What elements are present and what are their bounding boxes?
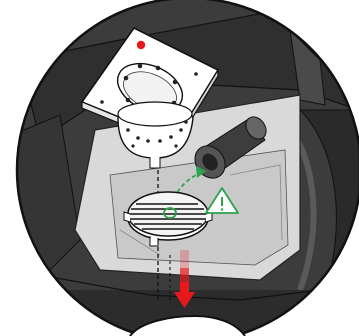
red-dot-icon bbox=[137, 41, 145, 49]
